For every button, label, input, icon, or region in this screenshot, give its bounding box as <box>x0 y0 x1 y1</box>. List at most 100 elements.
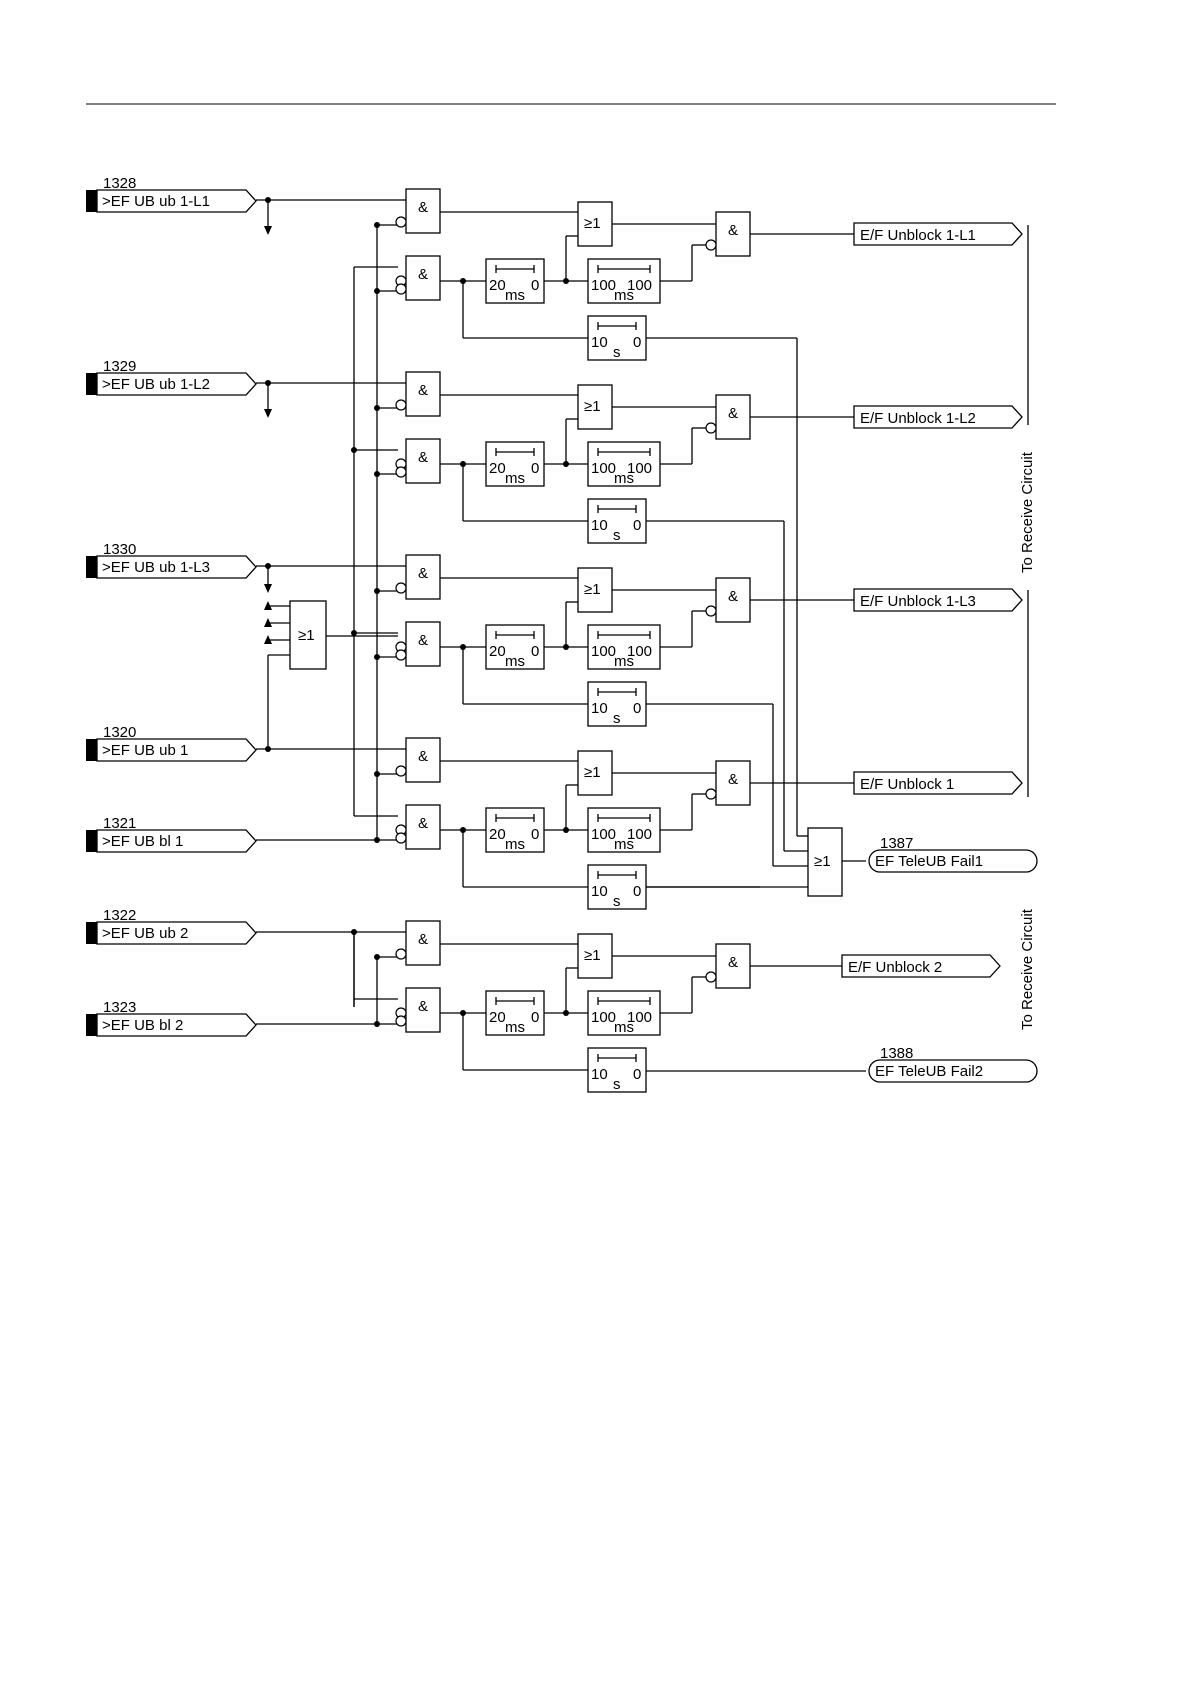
and-gate-label: & <box>728 954 738 971</box>
input-number: 1323 <box>103 999 136 1016</box>
timer-unit: ms <box>505 1019 525 1036</box>
timer-t2: 0 <box>531 460 539 477</box>
or-gate: ≥1 <box>577 933 613 979</box>
timer-pickup: 20 0 ms <box>485 624 545 670</box>
timer-t2: 0 <box>633 883 641 900</box>
and-gate: & <box>395 987 441 1033</box>
timer-t2: 0 <box>531 1009 539 1026</box>
input-label: >EF UB ub 1 <box>102 742 188 759</box>
output-pin-3: E/F Unblock 1-L3 <box>853 588 1023 612</box>
and-gate-label: & <box>728 222 738 239</box>
or-gate-label: ≥1 <box>584 215 601 232</box>
timer-unit: s <box>613 527 621 544</box>
input-number: 1322 <box>103 907 136 924</box>
input-number: 1329 <box>103 358 136 375</box>
timer-t1: 20 <box>489 826 506 843</box>
or-gate: ≥1 <box>577 567 613 613</box>
timer-t1: 10 <box>591 1066 608 1083</box>
input-label: >EF UB ub 1-L1 <box>102 193 210 210</box>
input-pin-1322: 1322 >EF UB ub 2 <box>86 907 257 945</box>
output-label: E/F Unblock 2 <box>848 959 942 976</box>
input-number: 1321 <box>103 815 136 832</box>
and-gate: & <box>395 737 441 783</box>
output-label: E/F Unblock 1-L3 <box>860 593 976 610</box>
timer-t1: 20 <box>489 1009 506 1026</box>
side-label-lower: To Receive Circuit <box>1019 908 1036 1030</box>
timer-t1: 20 <box>489 643 506 660</box>
output-label: EF TeleUB Fail2 <box>875 1063 983 1080</box>
and-gate-label: & <box>418 565 428 582</box>
input-pin-1323: 1323 >EF UB bl 2 <box>86 999 257 1037</box>
input-pin-1321: 1321 >EF UB bl 1 <box>86 815 257 853</box>
or-gate-label: ≥1 <box>584 581 601 598</box>
fail-output-1387: 1387 EF TeleUB Fail1 <box>868 835 1038 873</box>
timer-t1: 100 <box>591 1009 616 1026</box>
timer-t2: 100 <box>627 1009 652 1026</box>
and-gate: & <box>395 255 441 301</box>
and-gate: & <box>395 554 441 600</box>
timer-pickup: 20 0 ms <box>485 990 545 1036</box>
input-number: 1330 <box>103 541 136 558</box>
timer-t2: 0 <box>633 1066 641 1083</box>
input-number: 1328 <box>103 175 136 192</box>
and-gate: & <box>395 188 441 234</box>
timer-unit: ms <box>614 287 634 304</box>
timer-t2: 0 <box>633 517 641 534</box>
input-label: >EF UB bl 2 <box>102 1017 183 1034</box>
and-gate: & <box>705 760 751 806</box>
timer-unit: ms <box>505 470 525 487</box>
and-gate-label: & <box>728 405 738 422</box>
fail-output-1388: 1388 EF TeleUB Fail2 <box>868 1045 1038 1083</box>
output-number: 1387 <box>880 835 913 852</box>
input-label: >EF UB ub 1-L3 <box>102 559 210 576</box>
and-gate-label: & <box>418 382 428 399</box>
and-gate: & <box>395 804 441 850</box>
and-gate: & <box>705 394 751 440</box>
and-gate: & <box>705 211 751 257</box>
input-label: >EF UB ub 1-L2 <box>102 376 210 393</box>
and-gate: & <box>395 438 441 484</box>
timer-t1: 100 <box>591 826 616 843</box>
and-gate-label: & <box>418 931 428 948</box>
and-gate-label: & <box>728 588 738 605</box>
or-gate-label: ≥1 <box>584 398 601 415</box>
timer-t1: 100 <box>591 643 616 660</box>
timer-unit: ms <box>505 653 525 670</box>
input-pin-1330: 1330 >EF UB ub 1-L3 <box>86 541 257 579</box>
output-number: 1388 <box>880 1045 913 1062</box>
or-gate-phase: ≥1 <box>289 600 327 670</box>
output-label: E/F Unblock 1 <box>860 776 954 793</box>
output-pin-4: E/F Unblock 1 <box>853 771 1023 795</box>
or-gate-label: ≥1 <box>298 627 315 644</box>
timer-t1: 100 <box>591 277 616 294</box>
timer-unit: ms <box>505 287 525 304</box>
timer-t1: 10 <box>591 883 608 900</box>
output-pin-2: E/F Unblock 1-L2 <box>853 405 1023 429</box>
timer-t1: 10 <box>591 700 608 717</box>
and-gate: & <box>705 943 751 989</box>
and-gate: & <box>395 371 441 417</box>
timer-t1: 10 <box>591 334 608 351</box>
timer-unit: s <box>613 710 621 727</box>
timer-t2: 0 <box>531 643 539 660</box>
output-label: E/F Unblock 1-L2 <box>860 410 976 427</box>
timer-t2: 0 <box>531 277 539 294</box>
and-gate: & <box>705 577 751 623</box>
or-gate: ≥1 <box>577 384 613 430</box>
timer-unit: ms <box>614 836 634 853</box>
